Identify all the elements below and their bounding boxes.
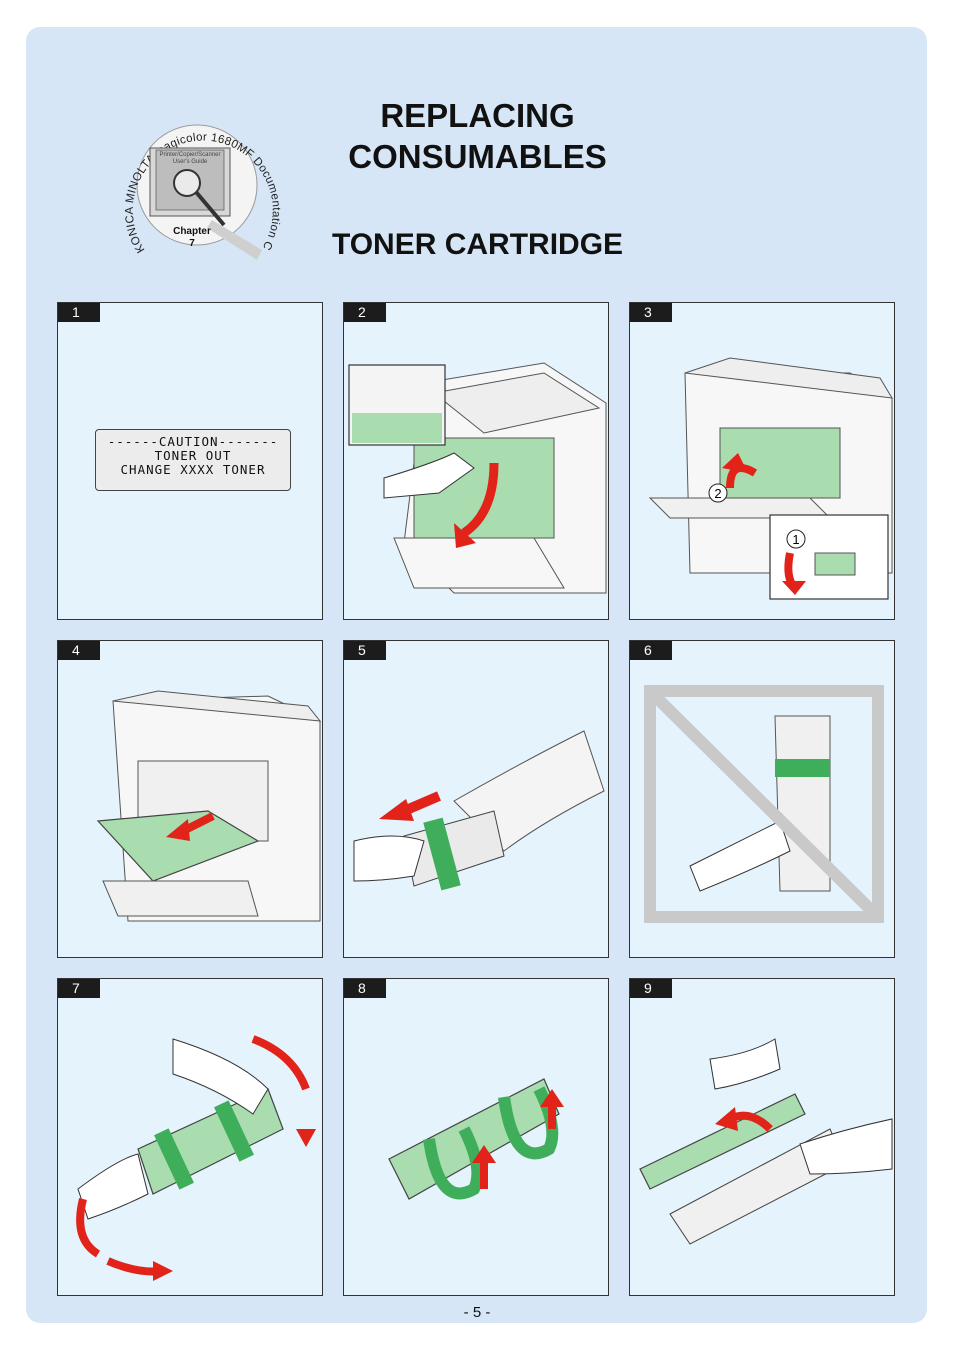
lcd-line-2: TONER OUT: [154, 448, 232, 463]
step-number: 8: [344, 979, 386, 998]
badge-book-line1: Printer/Copier/Scanner: [159, 152, 220, 158]
lcd-display: ------CAUTION------- TONER OUT CHANGE XX…: [95, 429, 291, 491]
title-line-1: REPLACING: [380, 97, 575, 134]
step-panel-2: 2: [343, 302, 609, 620]
step-number: 1: [58, 303, 100, 322]
shake-cartridge-illustration: [76, 1035, 316, 1281]
magnifier-icon: [194, 190, 226, 227]
lcd-line-1: ------CAUTION-------: [107, 434, 279, 449]
new-cartridge-bag-illustration: [353, 730, 605, 891]
section-title: TONER CARTRIDGE: [331, 228, 624, 261]
title-line-2: CONSUMABLES: [348, 138, 607, 175]
chapter-number: 7: [189, 238, 195, 249]
remove-cartridge-illustration: [96, 690, 322, 922]
step-panel-8: 8: [343, 978, 609, 1296]
step-number: 7: [58, 979, 100, 998]
arrow-icon: [251, 1035, 310, 1091]
arrow-icon: [402, 791, 441, 816]
chapter-label: Chapter: [173, 226, 211, 237]
open-front-cover-illustration: [348, 362, 607, 594]
step-panel-9: 9: [629, 978, 895, 1296]
page-number: - 5 -: [463, 1304, 491, 1321]
remove-cover-illustration: [639, 1038, 893, 1245]
page-title: REPLACING CONSUMABLES: [300, 95, 655, 177]
release-lever-illustration: 2 1: [648, 357, 893, 600]
step-number: 4: [58, 641, 100, 660]
step-panel-7: 7: [57, 978, 323, 1296]
arrow-icon: [76, 1198, 101, 1258]
step-panel-6: 6: [629, 640, 895, 958]
step-number: 9: [630, 979, 672, 998]
arrow-icon: [461, 462, 499, 537]
step-number: 6: [630, 641, 672, 660]
do-not-hold-upright-illustration: [644, 685, 884, 923]
callout-2: 2: [714, 486, 721, 501]
step-panel-5: 5: [343, 640, 609, 958]
step-panel-3: 2 1 3: [629, 302, 895, 620]
step-number: 5: [344, 641, 386, 660]
badge-book-line2: User's Guide: [173, 159, 208, 165]
lcd-line-3: CHANGE XXXX TONER: [120, 462, 266, 477]
documentation-cd-badge: KONICA MINOLTA magicolor 1680MF Document…: [112, 100, 282, 260]
remove-protective-bands-illustration: [388, 1078, 564, 1200]
step-number: 2: [344, 303, 386, 322]
step-panel-1: 1 ------CAUTION------- TONER OUT CHANGE …: [57, 302, 323, 620]
callout-1: 1: [792, 532, 799, 547]
step-panel-4: 4: [57, 640, 323, 958]
step-number: 3: [630, 303, 672, 322]
prohibited-icon: [651, 692, 877, 916]
